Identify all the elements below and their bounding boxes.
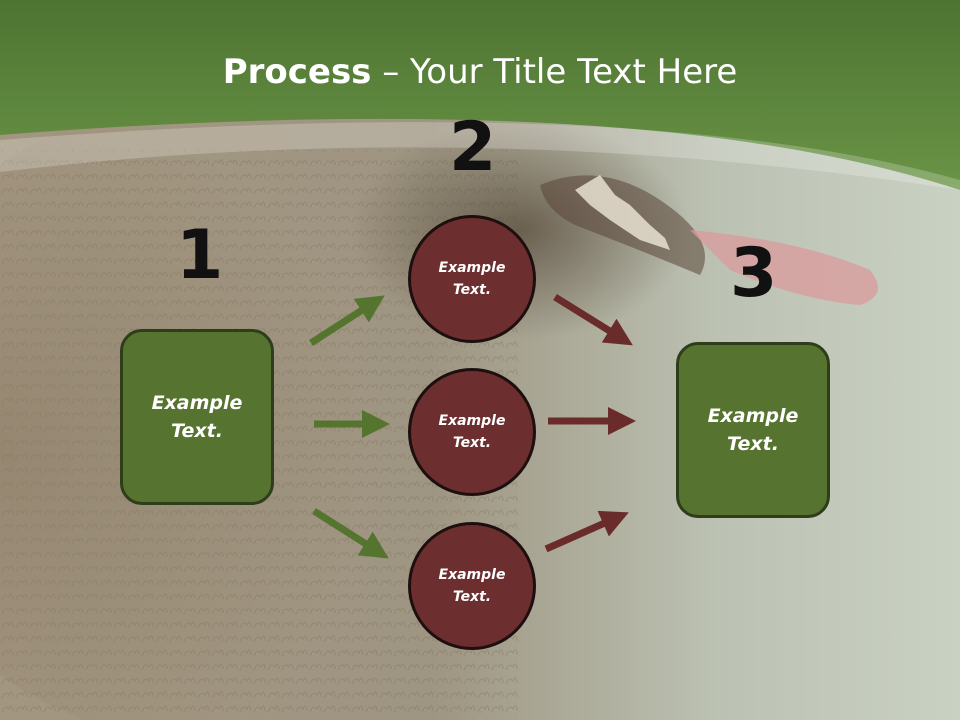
title-rest: – Your Title Text Here	[371, 52, 738, 92]
circle-bottom-label: Example Text.	[438, 566, 506, 605]
step-number-3: 3	[730, 234, 778, 313]
circle-top: Example Text.	[408, 215, 536, 343]
arrow-left-to-top	[309, 295, 385, 346]
right-step-box-label: Example Text.	[707, 404, 799, 456]
arrow-bottom-to-right	[544, 510, 629, 553]
circle-top-label: Example Text.	[438, 259, 506, 298]
step-number-1: 1	[176, 216, 224, 295]
left-step-box: Example Text.	[120, 329, 274, 505]
circle-middle: Example Text.	[408, 368, 536, 496]
arrow-top-to-right	[553, 294, 633, 346]
arrow-left-to-bottom	[312, 508, 389, 559]
left-step-box-label: Example Text.	[151, 391, 243, 443]
slide-title: Process – Your Title Text Here	[0, 52, 960, 92]
step-number-2: 2	[449, 108, 497, 187]
title-bold: Process	[222, 52, 372, 92]
circle-bottom: Example Text.	[408, 522, 536, 650]
right-step-box: Example Text.	[676, 342, 830, 518]
circle-middle-label: Example Text.	[438, 412, 506, 451]
